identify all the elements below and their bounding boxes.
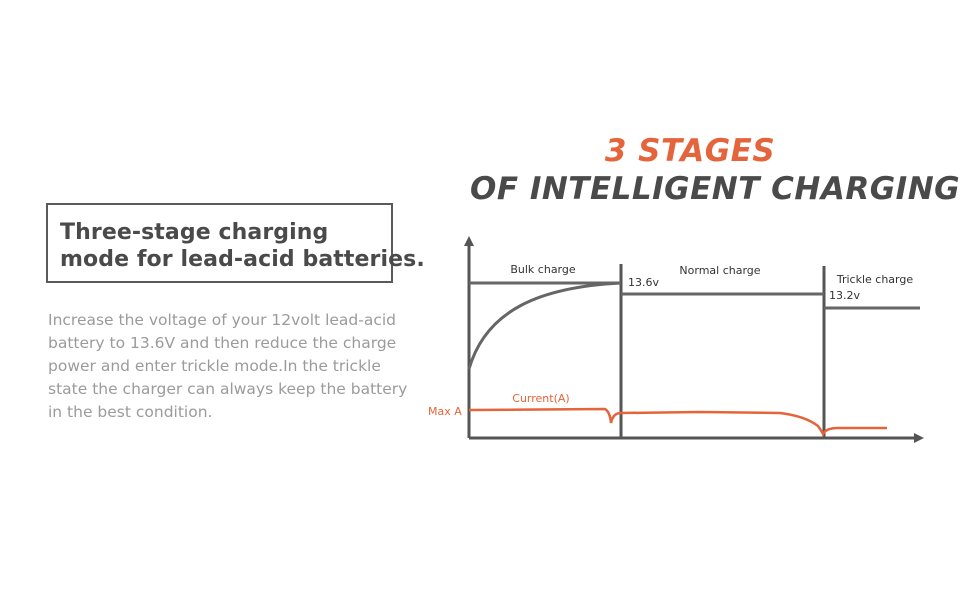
description-line: state the charger can always keep the ba… [48,380,408,398]
stage-label-bulk: Bulk charge [510,263,576,276]
description-line: in the best condition. [48,403,213,421]
heading-stages: 3 STAGES [604,133,776,169]
current-curve [468,407,887,437]
voltage-label-trickle: 13.2v [829,289,860,302]
description-line: power and enter trickle mode.In the tric… [48,357,381,375]
title-line-1: Three-stage charging [60,220,329,245]
bulk-voltage-curve [467,281,622,370]
y-axis-arrow-icon [464,236,474,246]
title-line-2: mode for lead-acid batteries. [60,247,425,272]
title-box: Three-stage charging mode for lead-acid … [46,203,425,283]
voltage-curve [467,281,920,370]
description: Increase the voltage of your 12volt lead… [48,309,408,424]
current-label: Current(A) [512,392,569,405]
stage-label-trickle: Trickle charge [836,273,913,286]
axes [464,236,924,443]
voltage-label-normal: 13.6v [628,276,659,289]
x-axis-arrow-icon [914,433,924,443]
stage-label-normal: Normal charge [679,264,760,277]
max-current-label: Max A [428,405,462,418]
description-line: battery to 13.6V and then reduce the cha… [48,334,397,352]
heading-intelligent-charging: OF INTELLIGENT CHARGING [470,171,961,207]
description-line: Increase the voltage of your 12volt lead… [48,311,397,329]
